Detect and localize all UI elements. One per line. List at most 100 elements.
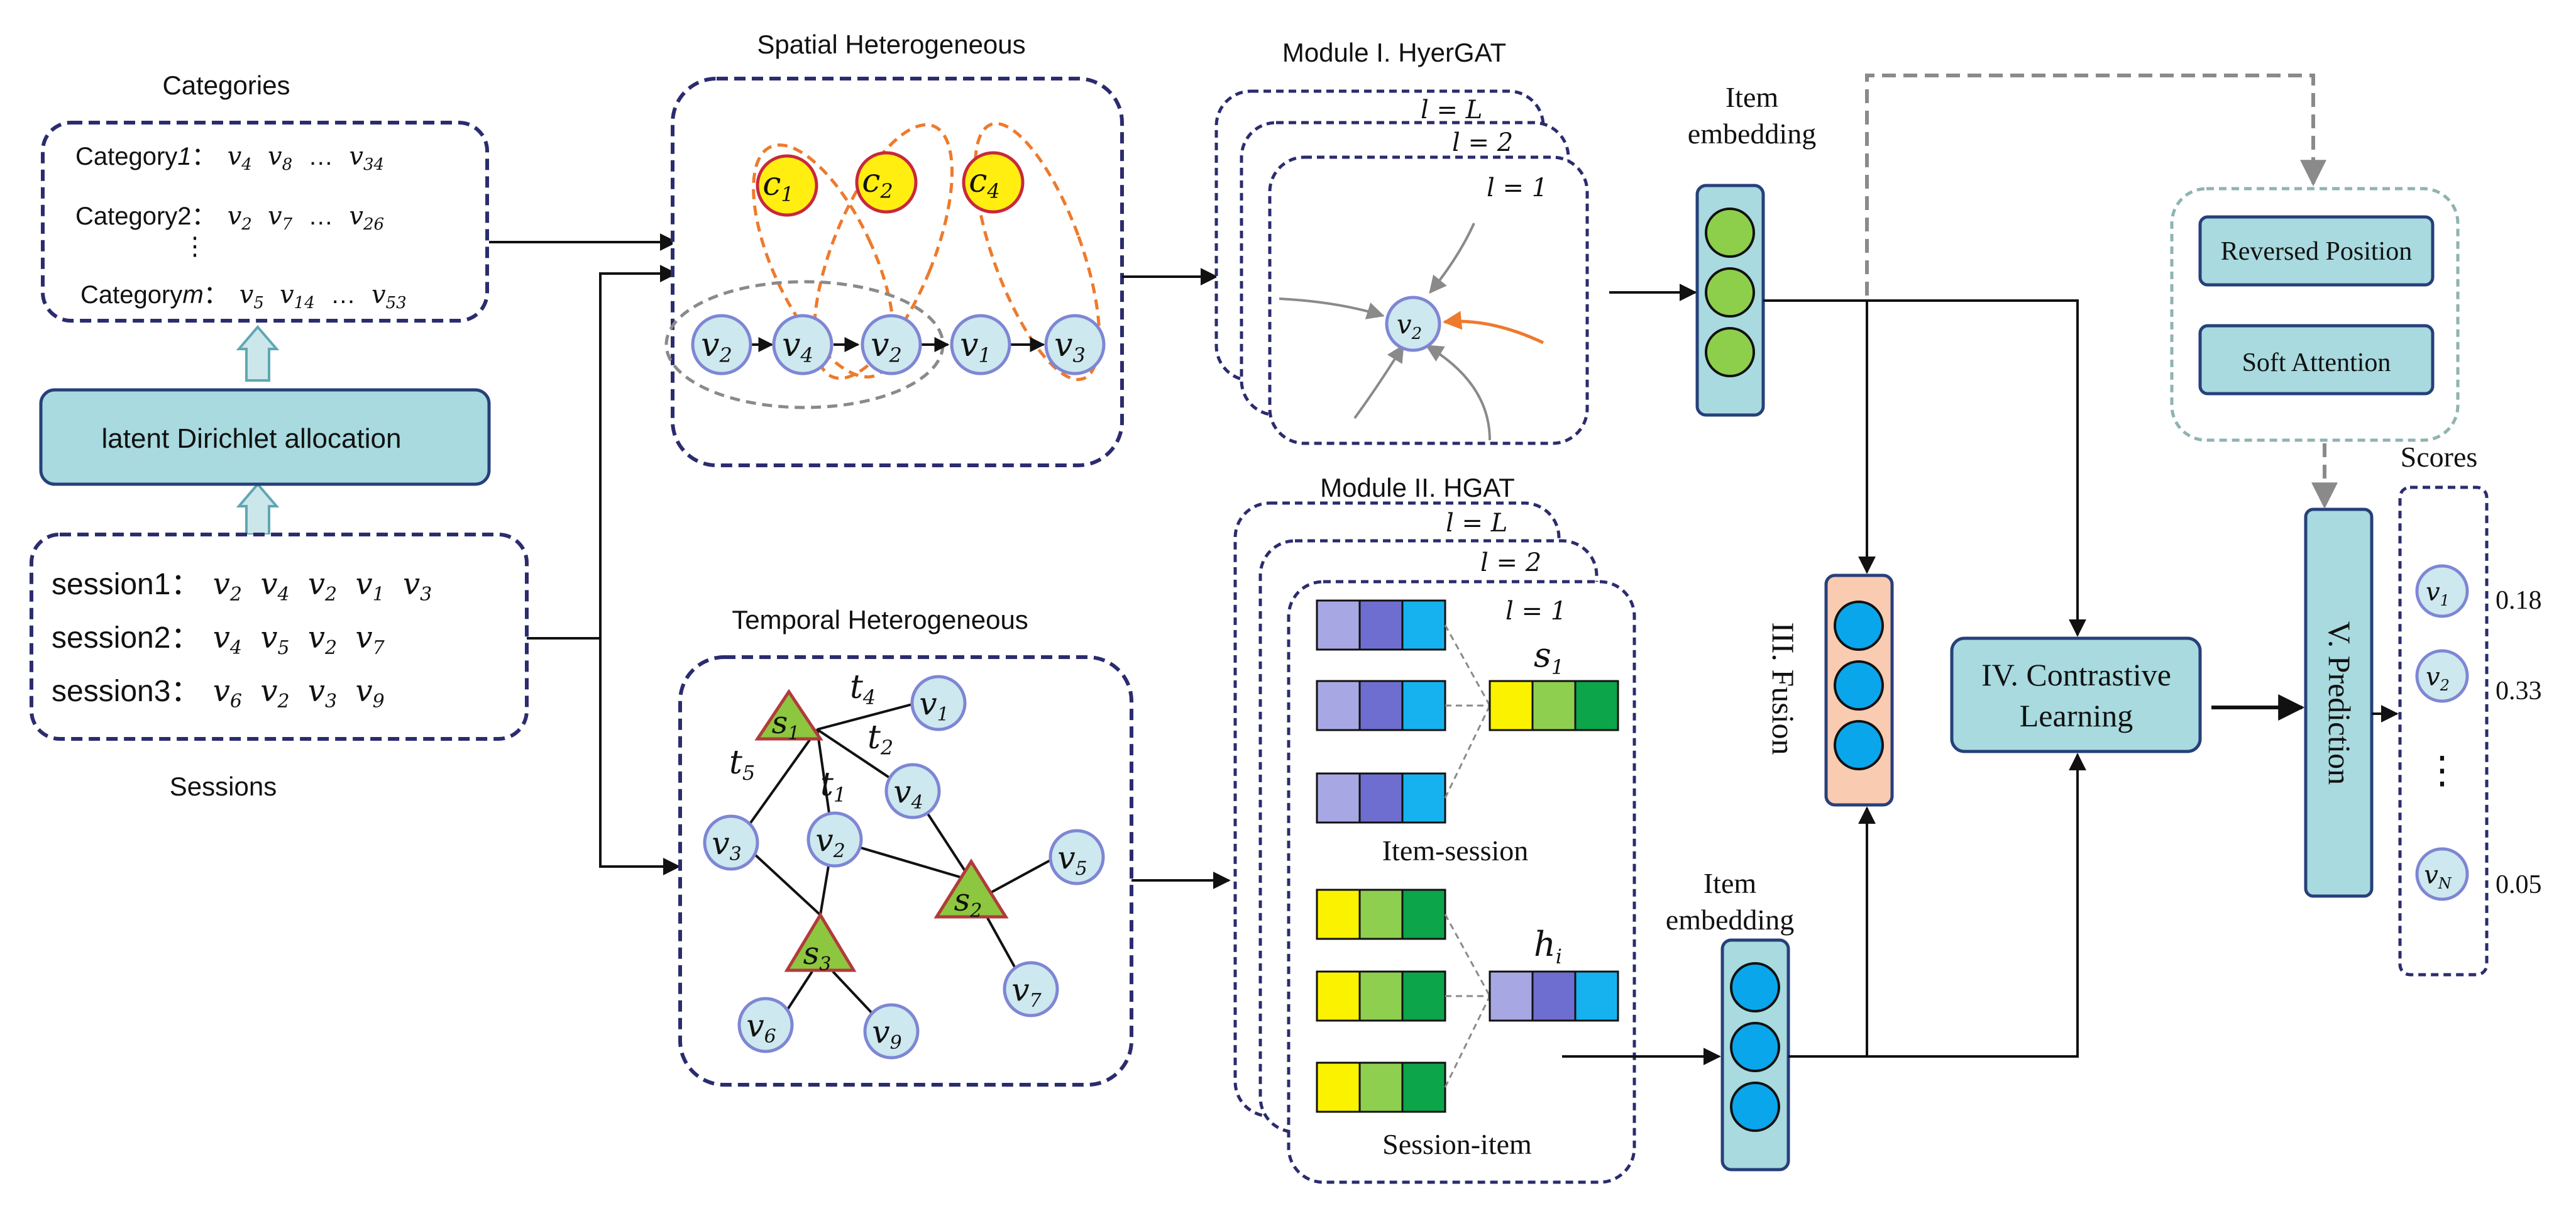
score-value-vN: 0.05 — [2496, 870, 2542, 899]
contrastive-line1: IV. Contrastive — [1981, 657, 2171, 692]
module2-label-L: l = L — [1446, 509, 1507, 538]
session-label-s1: s1 — [1534, 635, 1564, 679]
chain-node-v3: v3 — [1044, 314, 1106, 375]
scores-box — [2398, 485, 2489, 977]
svg-text:v4: v4 — [782, 326, 813, 367]
session-item-label: Session-item — [1382, 1128, 1532, 1160]
module2-layer-1 — [1287, 580, 1636, 1184]
module2-label-1: l = 1 — [1505, 597, 1566, 626]
item-embedding-bottom: Item embedding — [1666, 867, 1794, 1172]
gray-dashed-connectors — [1865, 74, 2338, 509]
embedding-cell — [1730, 1082, 1780, 1132]
session-item-block: hi Session-item — [1316, 889, 1619, 1160]
item-embedding-row — [1316, 599, 1446, 651]
category-node-c1: c1 — [756, 154, 818, 217]
svg-text:v2: v2 — [2426, 663, 2450, 694]
scores-block: Scores v1 0.18 v2 0.33 ⋮ vN 0.05 — [2398, 441, 2542, 977]
embedding-cell — [1705, 327, 1755, 377]
svg-text:v2: v2 — [815, 822, 845, 862]
embedding-cell — [1705, 208, 1755, 258]
svg-text:v1: v1 — [919, 685, 949, 726]
category-vdots: ⋮ — [182, 233, 207, 260]
category-row-1: Category1： v4 v8 … v34 — [75, 142, 384, 175]
session-row-2: session2： v4 v5 v2 v7 — [52, 620, 385, 661]
svg-text:s3: s3 — [803, 935, 832, 975]
hyperedge-c1 — [752, 143, 895, 379]
item-embedding-top-line1: Item — [1726, 81, 1779, 113]
temporal-node-v6: v6 — [737, 997, 794, 1053]
item-session-links — [1444, 624, 1491, 799]
position-attention-block: Reversed Position Soft Attention — [2170, 187, 2460, 442]
lda-block: latent Dirichlet allocation — [39, 388, 491, 486]
module2-label-2: l = 2 — [1480, 548, 1541, 577]
fusion-cell — [1834, 720, 1884, 770]
categories-box — [41, 121, 489, 323]
svg-text:vN: vN — [2424, 861, 2452, 892]
prediction-label: V. Prediction — [2322, 621, 2357, 785]
prediction-panel — [2304, 507, 2374, 898]
score-node-vN: vN — [2415, 847, 2469, 901]
module-input-arrows — [1122, 268, 1231, 889]
item-label-hi: hi — [1534, 924, 1562, 968]
chain-node-v1: v1 — [950, 314, 1011, 375]
temporal-node-v3: v3 — [703, 814, 759, 871]
edge-label-t1: t1 — [820, 766, 846, 807]
svg-text:s1: s1 — [772, 704, 800, 745]
embedding-cell — [1730, 1022, 1780, 1072]
contrastive-line2: Learning — [2020, 698, 2133, 733]
edge-label-t5: t5 — [729, 744, 755, 785]
session-embedding-row — [1316, 889, 1446, 940]
fusion-cell — [1834, 660, 1884, 711]
svg-text:v2: v2 — [1397, 309, 1422, 343]
sessions-section: session1： v2 v4 v2 v1 v3 session2： v4 v5… — [30, 533, 529, 801]
svg-text:c2: c2 — [862, 162, 893, 203]
svg-text:s2: s2 — [954, 882, 983, 922]
svg-text:v2: v2 — [871, 326, 902, 367]
item-embedding-bottom-line1: Item — [1704, 867, 1757, 899]
session-node-s2: s2 — [933, 858, 1009, 922]
svg-text:v4: v4 — [893, 773, 923, 814]
module1-center-node: v2 — [1385, 296, 1441, 352]
temporal-node-v7: v7 — [1003, 961, 1059, 1017]
item-embedding-top: Item embedding — [1688, 81, 1816, 417]
edge-label-t4: t4 — [850, 668, 876, 709]
session-embedding-row — [1316, 970, 1446, 1022]
chain-node-v4: v4 — [772, 314, 834, 375]
reversed-position-panel — [2198, 215, 2435, 287]
module2-title: Module II. HGAT — [1320, 473, 1515, 502]
svg-text:v6: v6 — [746, 1007, 776, 1048]
chain-node-v2-b: v2 — [861, 314, 922, 375]
fusion-label: III. Fusion — [1766, 622, 1801, 755]
module1-label-1: l = 1 — [1487, 174, 1548, 202]
session-embedding-row — [1316, 1061, 1446, 1113]
svg-text:c1: c1 — [762, 165, 793, 206]
scores-title: Scores — [2401, 441, 2478, 473]
contrastive-panel — [1950, 636, 2202, 753]
svg-text:v5: v5 — [1057, 840, 1087, 880]
temporal-node-v1: v1 — [910, 675, 967, 731]
up-arrow-icon — [236, 324, 280, 382]
left-connectors — [489, 233, 681, 875]
fusion-block: III. Fusion — [1766, 574, 1894, 807]
svg-text:v1: v1 — [2426, 578, 2450, 609]
session-item-links — [1444, 914, 1491, 1088]
item-session-label: Item-session — [1382, 834, 1529, 867]
sessions-box — [30, 533, 529, 741]
temporal-node-v2: v2 — [806, 811, 863, 868]
module1-title: Module I. HyerGAT — [1282, 38, 1506, 67]
temporal-section: Temporal Heterogeneous t4 t2 t5 t1 s1 — [678, 605, 1133, 1087]
session-embedding-row — [1489, 680, 1619, 731]
item-embedding-row — [1316, 680, 1446, 731]
fusion-cell — [1834, 601, 1884, 651]
temporal-node-v4: v4 — [884, 763, 941, 819]
svg-text:v2: v2 — [701, 326, 732, 367]
categories-title: Categories — [162, 70, 290, 100]
chain-node-v2-a: v2 — [691, 314, 752, 375]
session-row-3: session3： v6 v2 v3 v9 — [52, 673, 385, 714]
svg-text:v3: v3 — [1054, 326, 1086, 367]
scores-vdots: ⋮ — [2423, 749, 2461, 791]
score-value-v2: 0.33 — [2496, 677, 2542, 706]
svg-text:v3: v3 — [712, 825, 741, 865]
session-node-s1: s1 — [754, 689, 823, 745]
